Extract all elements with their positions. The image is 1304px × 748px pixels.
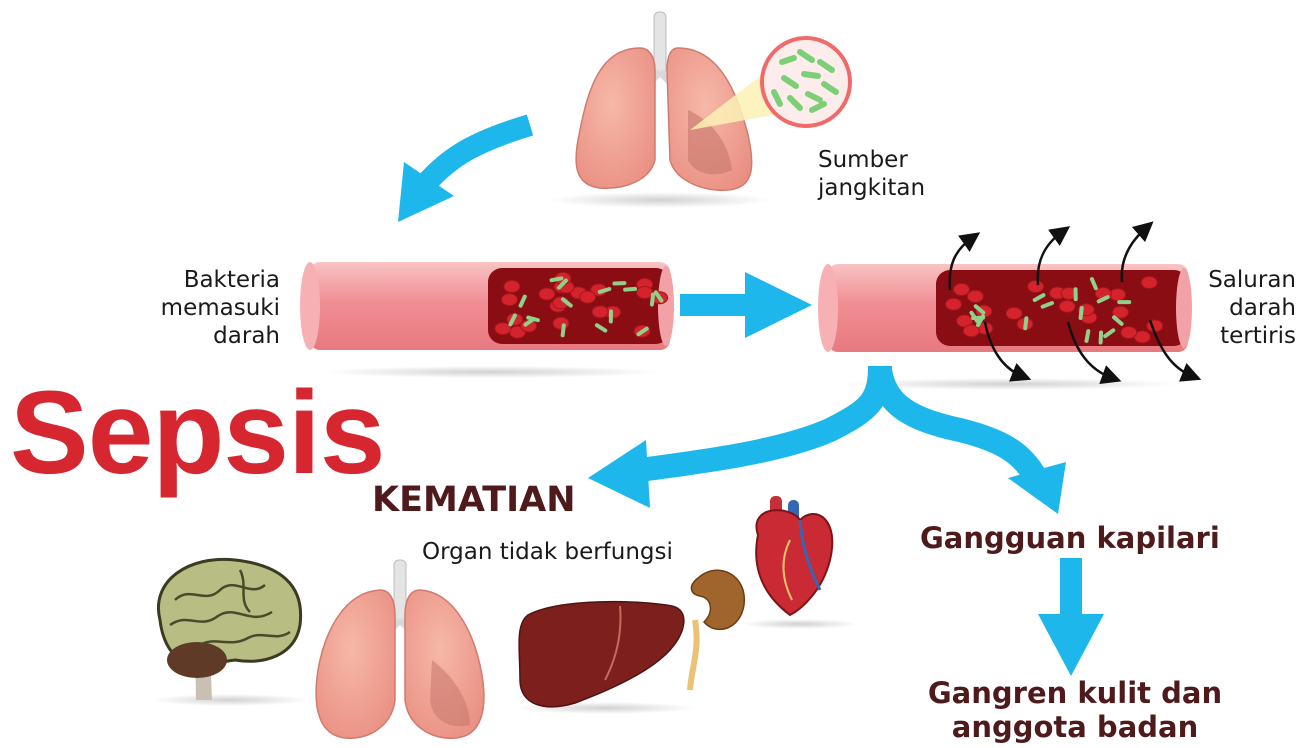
label-line: tertiris xyxy=(1192,322,1296,350)
red-blood-cell xyxy=(553,317,569,329)
leaky-vessel-label: Saluran darah tertiris xyxy=(1192,266,1296,350)
red-blood-cell xyxy=(1059,300,1075,312)
label-line: Saluran xyxy=(1192,266,1296,294)
red-blood-cell xyxy=(1121,326,1137,338)
infection-source-label: Sumber jangkitan xyxy=(818,146,925,202)
label-line: Gangren kulit dan xyxy=(910,676,1240,710)
red-blood-cell xyxy=(1110,289,1126,301)
red-blood-cell xyxy=(501,294,517,306)
lungs-icon xyxy=(316,560,484,738)
label-line: memasuki xyxy=(130,294,280,322)
label-line: anggota badan xyxy=(910,710,1240,744)
bacteria-enter-blood-label: Bakteria memasuki darah xyxy=(130,266,280,350)
arrow-to-blood xyxy=(398,125,530,222)
red-blood-cell xyxy=(1028,281,1044,293)
red-blood-cell xyxy=(495,323,511,335)
red-blood-cell xyxy=(539,288,555,300)
bacterium xyxy=(625,289,635,290)
heart-icon xyxy=(740,496,860,629)
label-line: darah xyxy=(130,322,280,350)
red-blood-cell xyxy=(504,280,520,292)
label-line: Bakteria xyxy=(130,266,280,294)
bacterium xyxy=(652,295,653,305)
death-label: KEMATIAN xyxy=(372,480,576,520)
arrow-to-gangrene xyxy=(1038,558,1104,676)
bacterium xyxy=(552,278,562,280)
label-line: Sumber xyxy=(818,146,925,174)
red-blood-cell xyxy=(1141,277,1157,289)
bacterium xyxy=(563,325,564,335)
red-blood-cell xyxy=(1006,307,1022,319)
organ-failure-label: Organ tidak berfungsi xyxy=(422,538,673,566)
red-blood-cell xyxy=(954,284,970,296)
brain-icon xyxy=(150,559,310,706)
red-blood-cell xyxy=(967,290,983,302)
bacterium xyxy=(1025,318,1026,328)
kidney-icon xyxy=(690,570,744,690)
label-line: jangkitan xyxy=(818,174,925,202)
red-blood-cell xyxy=(592,306,608,318)
arrow-to-leaky-vessel xyxy=(680,272,812,338)
bacterium xyxy=(600,289,610,292)
bacterium xyxy=(1081,308,1082,318)
capillary-disorder-label: Gangguan kapilari xyxy=(920,520,1220,556)
blood-vessel-icon xyxy=(300,262,674,378)
red-blood-cell xyxy=(637,286,653,298)
page-title: Sepsis xyxy=(10,368,384,498)
liver-icon xyxy=(515,602,695,714)
bacterium xyxy=(1087,331,1089,341)
red-blood-cell xyxy=(945,298,961,310)
red-blood-cell xyxy=(580,291,596,303)
label-line: darah xyxy=(1192,294,1296,322)
gangrene-label: Gangren kulit dan anggota badan xyxy=(910,676,1240,744)
